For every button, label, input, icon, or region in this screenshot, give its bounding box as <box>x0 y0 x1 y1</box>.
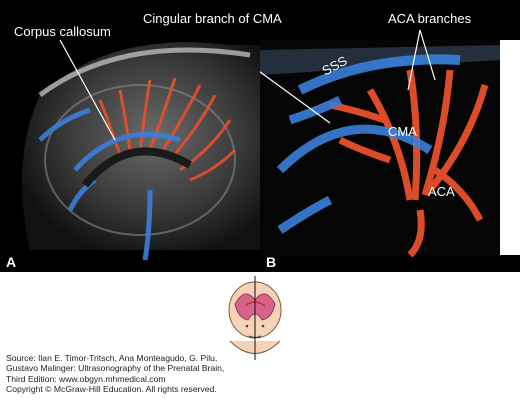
aca-branches-vessels <box>329 69 489 258</box>
source-line-1: Source: Ilan E. Timor-Tritsch, Ana Monte… <box>6 353 218 363</box>
source-line-2: Gustavo Malinger: Ultrasonography of the… <box>6 363 225 374</box>
aca-branches-label: ACA branches <box>388 11 472 26</box>
corpus-callosum-label: Corpus callosum <box>14 24 111 39</box>
cma-vessel <box>276 95 433 234</box>
cma-label: CMA <box>388 124 417 139</box>
source-credit: Source: Ilan E. Timor-Tritsch, Ana Monte… <box>6 353 336 395</box>
sss-vessel <box>297 54 461 95</box>
head-orientation-diagram <box>228 276 282 360</box>
panel-b-image <box>260 29 520 258</box>
aca-label: ACA <box>428 184 455 199</box>
panel-a-ultrasound: Corpus callosum A <box>0 0 262 272</box>
source-line-4: Copyright © McGraw-Hill Education. All r… <box>6 384 217 395</box>
corpus-callosum-pointer <box>59 39 116 141</box>
panel-letter-a: A <box>6 254 17 270</box>
panel-letter-b: B <box>266 254 277 270</box>
cingular-pointer <box>260 71 331 124</box>
aca-branches-pointer <box>407 29 421 91</box>
panel-b-ultrasound: SSS CMA ACA ACA branches B <box>260 0 520 272</box>
source-line-3: Third Edition: www.obgyn.mhmedical.com <box>6 373 166 384</box>
aca-branches-pointer-2 <box>419 29 436 81</box>
panel-a-image <box>22 39 262 261</box>
cingular-branch-label: Cingular branch of CMA <box>143 11 282 26</box>
